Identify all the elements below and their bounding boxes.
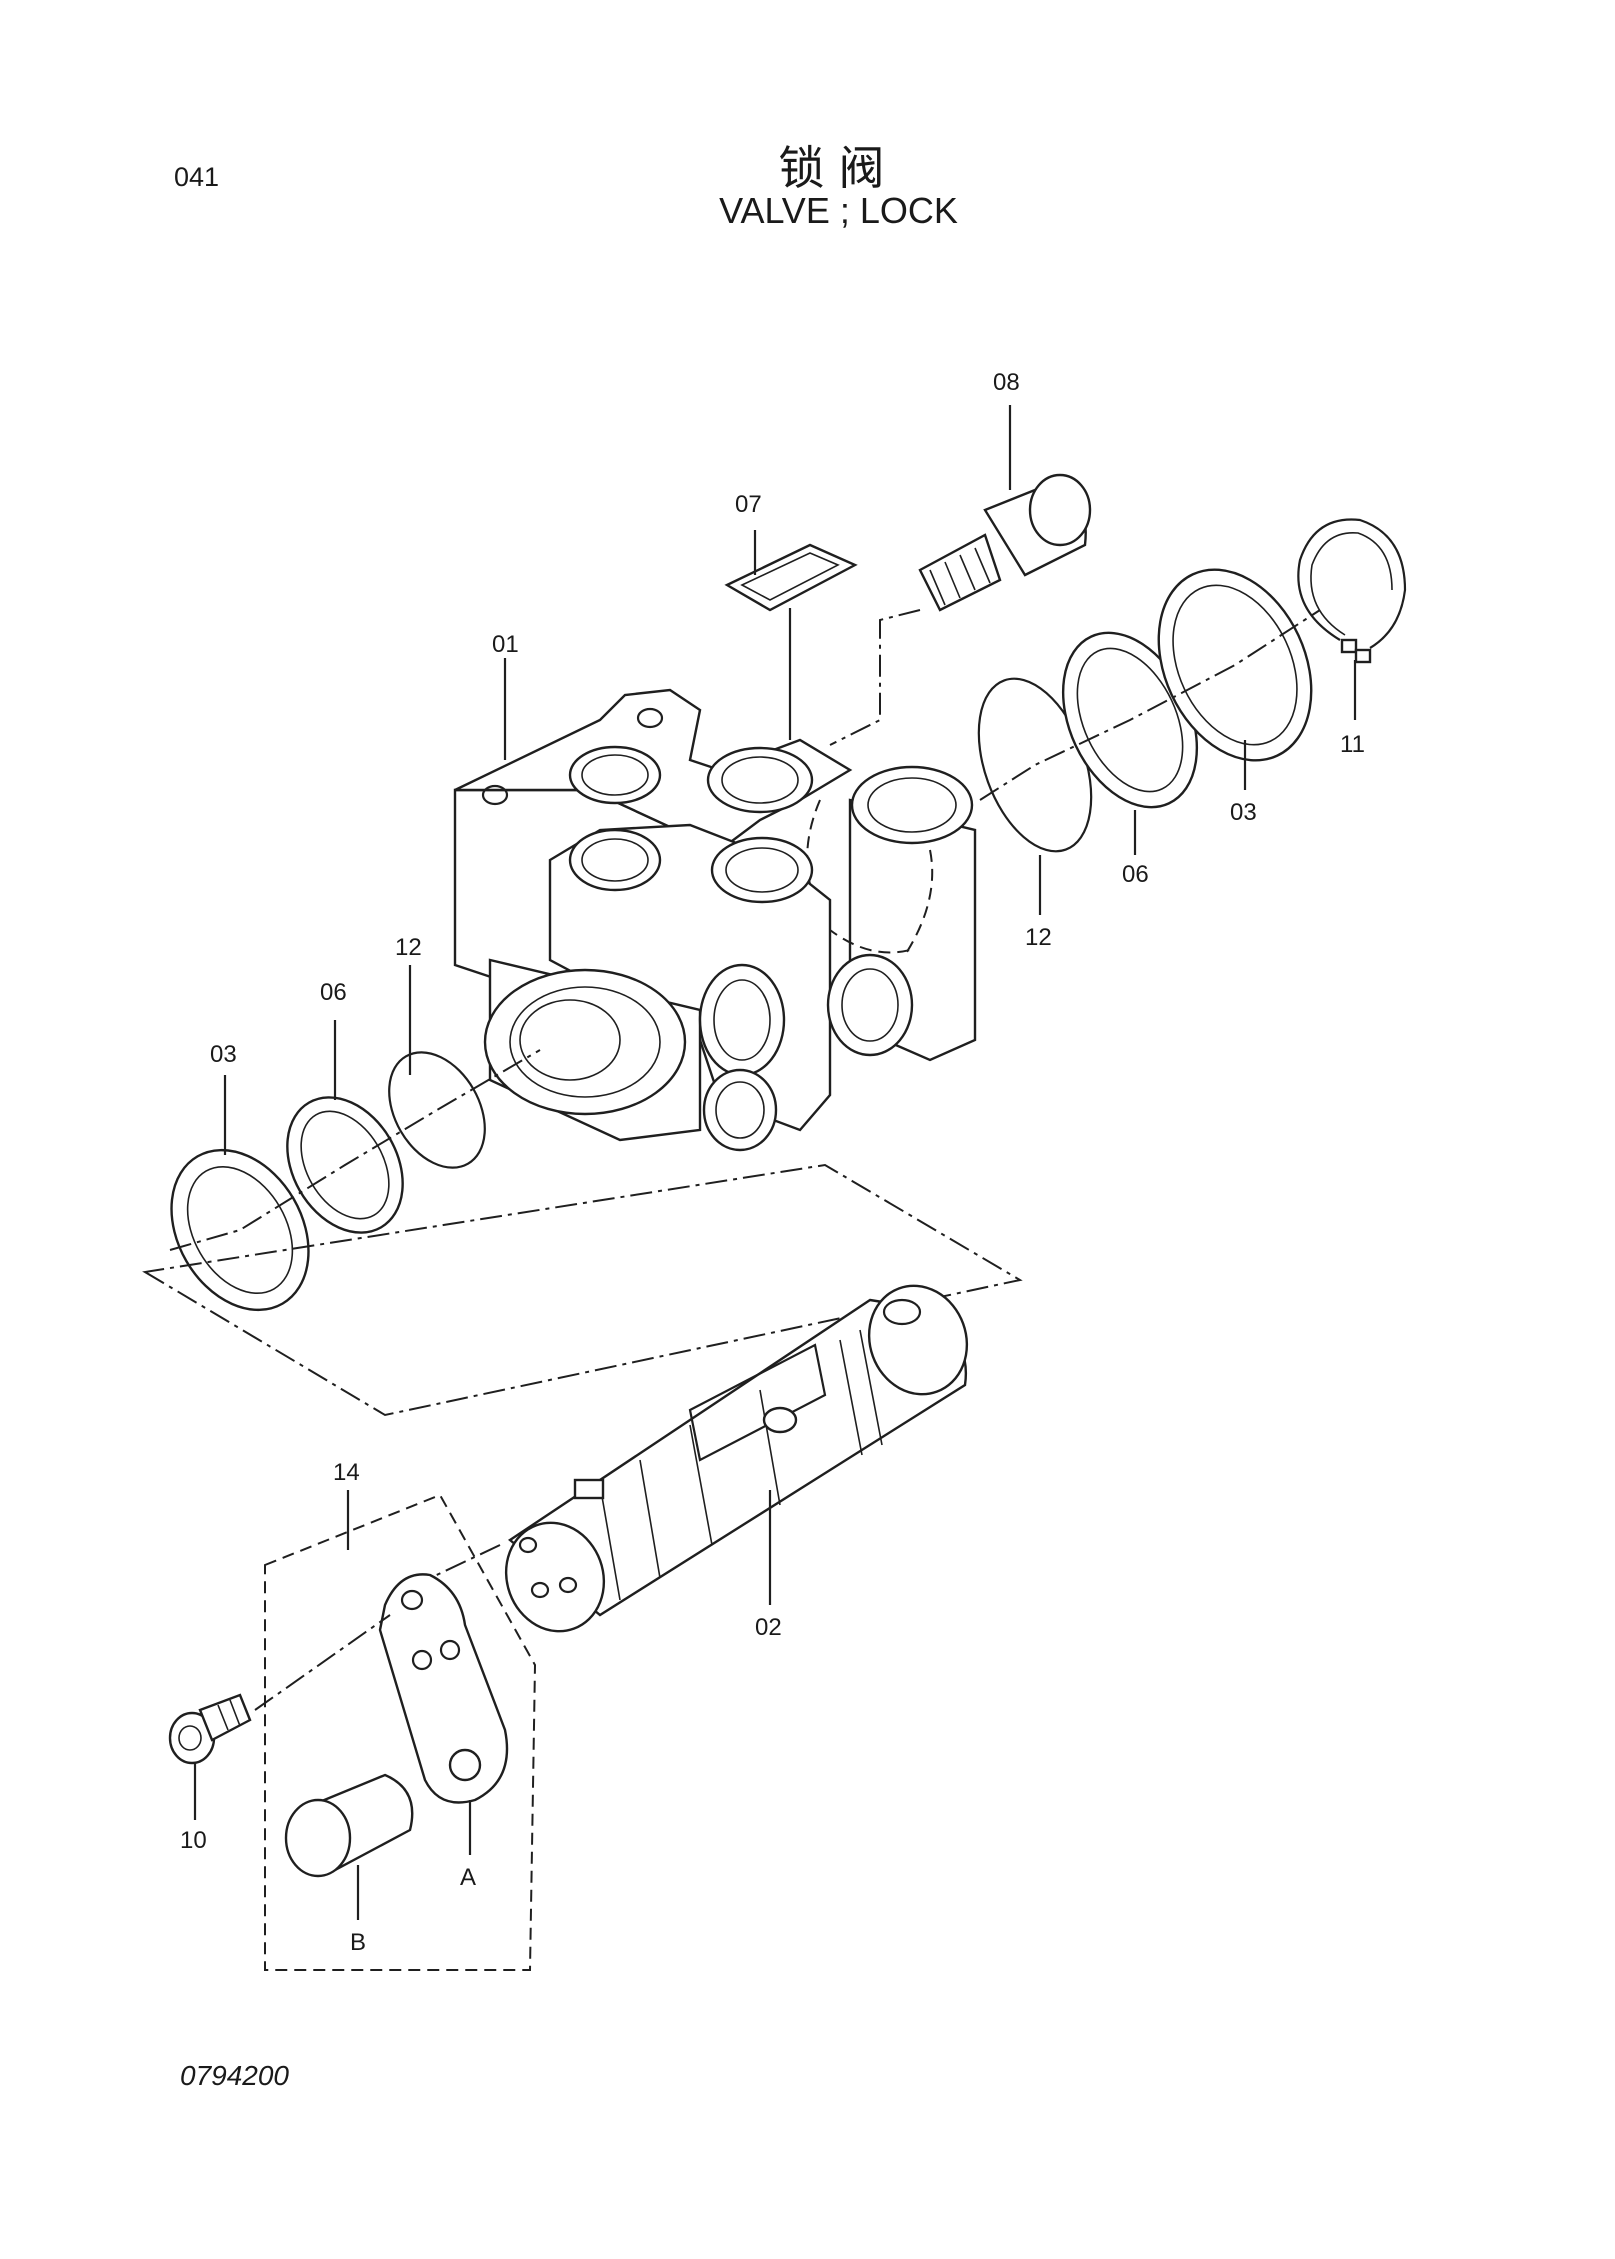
callout-06-left: 06 [320,979,347,1006]
callout-03-right: 03 [1230,799,1257,826]
title-chinese: 锁阀 [778,141,899,195]
callout-A: A [460,1864,476,1891]
callout-02: 02 [755,1614,782,1641]
callout-12-left: 12 [395,934,422,961]
callout-06-right: 06 [1122,861,1149,888]
title-english: VALVE ; LOCK [719,190,958,231]
callout-12-right: 12 [1025,924,1052,951]
callout-14: 14 [333,1459,360,1486]
callout-01: 01 [492,631,519,658]
pin-part-B [284,1773,414,1920]
bolt-part-08 [829,473,1092,746]
drawing-number: 0794200 [180,2060,290,2091]
seal-ring-left-part-03 [170,1148,310,1312]
spool-part-02 [504,1284,969,1633]
snap-ring-part-11 [1297,518,1407,664]
callout-11: 11 [1340,731,1365,758]
callout-03-left: 03 [210,1041,237,1068]
cap-screw-part-10 [168,1614,391,1820]
callout-10: 10 [180,1827,207,1854]
callout-08: 08 [993,369,1020,396]
page-number: 041 [174,162,220,192]
callout-07: 07 [735,491,762,518]
valve-body-part-01 [453,688,977,1152]
nameplate-part-07 [724,543,858,740]
seal-ring-right-part-03 [1157,568,1313,762]
callout-B: B [350,1929,366,1956]
link-plate-part-A [378,1573,509,1855]
